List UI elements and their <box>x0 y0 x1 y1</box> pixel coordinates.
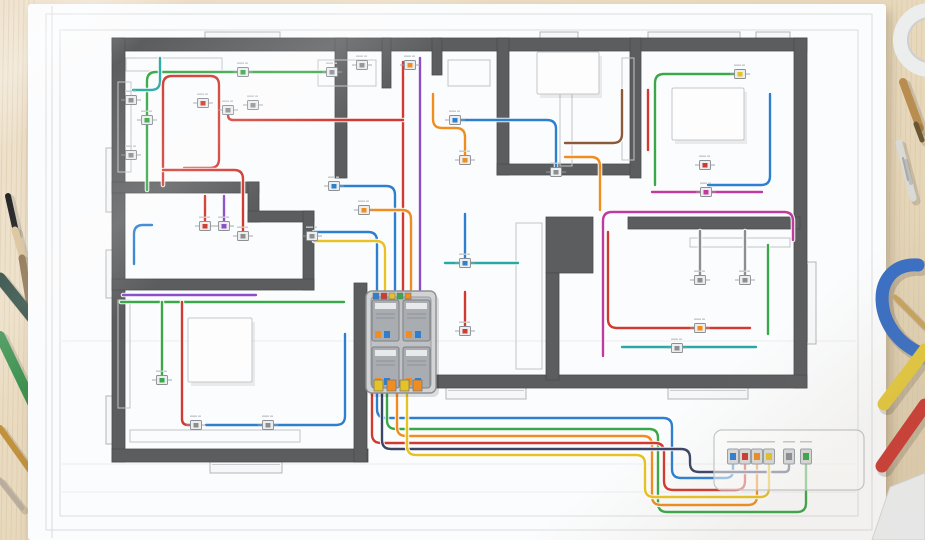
desk-scene <box>0 0 925 540</box>
glare-overlay <box>0 0 925 540</box>
wiring-plan-photo <box>0 0 925 540</box>
light-glare <box>0 0 925 540</box>
